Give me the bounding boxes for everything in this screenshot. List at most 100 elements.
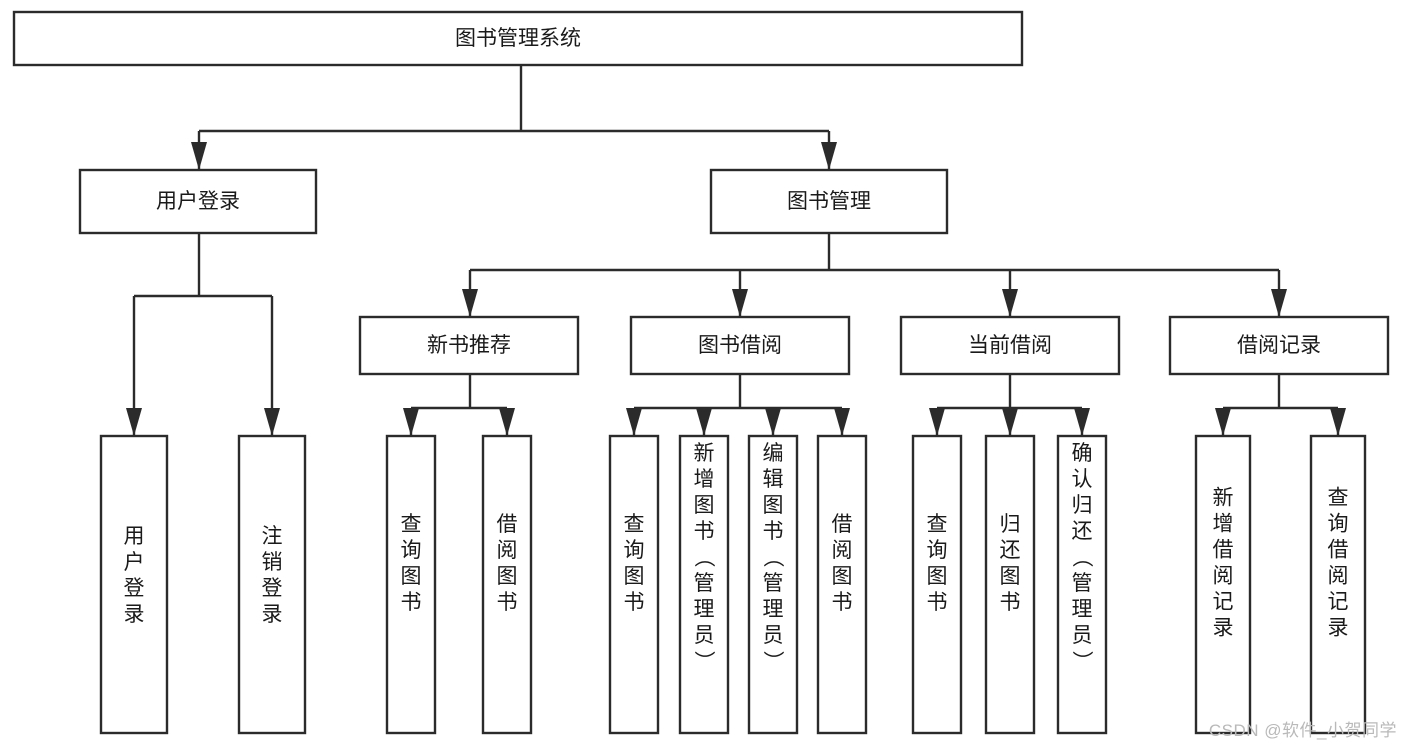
- arrow-head-icon: [1002, 289, 1018, 317]
- node-label-leaf-add-book-char-3: 书: [694, 520, 715, 543]
- connector-layer: [126, 65, 1346, 436]
- arrow-head-icon: [264, 408, 280, 436]
- node-box-leaf-borrow-book[interactable]: [816, 434, 868, 735]
- node-label-leaf-confirm-return-char-2: 归: [1072, 494, 1093, 517]
- node-label-leaf-query-book-recommend-char-2: 图: [401, 565, 422, 588]
- arrow-head-icon: [1330, 408, 1346, 436]
- node-label-leaf-edit-book-char-2: 图: [763, 494, 784, 517]
- node-label-leaf-query-book-borrow-char-0: 查: [624, 513, 645, 536]
- node-label-root: 图书管理系统: [455, 27, 581, 50]
- node-current-borrow[interactable]: 当前借阅: [899, 315, 1121, 376]
- node-label-current-borrow: 当前借阅: [968, 334, 1052, 357]
- arrow-head-icon: [929, 408, 945, 436]
- node-label-leaf-add-borrow-record-char-5: 录: [1213, 616, 1234, 639]
- node-box-leaf-return-book[interactable]: [984, 434, 1036, 735]
- node-root[interactable]: 图书管理系统: [12, 10, 1024, 67]
- arrow-head-icon: [462, 289, 478, 317]
- node-label-leaf-return-book-char-1: 还: [1000, 539, 1021, 562]
- node-box-leaf-add-borrow-record[interactable]: [1194, 434, 1252, 735]
- node-label-leaf-edit-book-char-6: 理: [763, 598, 784, 621]
- node-box-current-borrow[interactable]: [899, 315, 1121, 376]
- node-label-leaf-edit-book-char-4: （: [761, 546, 784, 567]
- node-label-leaf-query-borrow-record-char-3: 阅: [1328, 564, 1349, 587]
- node-label-leaf-borrow-book-char-1: 阅: [832, 539, 853, 562]
- node-user-login[interactable]: 用户登录: [78, 168, 318, 235]
- node-box-user-login[interactable]: [78, 168, 318, 235]
- node-label-leaf-add-book-char-6: 理: [694, 598, 715, 621]
- node-new-book-recommend[interactable]: 新书推荐: [358, 315, 580, 376]
- node-box-leaf-query-book-borrow[interactable]: [608, 434, 660, 735]
- node-label-leaf-confirm-return-char-1: 认: [1072, 468, 1093, 491]
- node-label-leaf-add-borrow-record-char-3: 阅: [1213, 564, 1234, 587]
- arrow-head-icon: [403, 408, 419, 436]
- node-label-leaf-return-book-char-0: 归: [1000, 513, 1021, 536]
- node-label-leaf-query-book-current-char-2: 图: [927, 565, 948, 588]
- node-box-leaf-edit-book[interactable]: [747, 434, 799, 735]
- node-label-leaf-user-login-char-3: 录: [124, 603, 145, 626]
- node-label-leaf-user-login-char-0: 用: [124, 525, 145, 548]
- arrow-head-icon: [626, 408, 642, 436]
- node-label-leaf-add-book-char-2: 图: [694, 494, 715, 517]
- arrow-head-icon: [191, 142, 207, 170]
- node-box-leaf-user-login[interactable]: [99, 434, 169, 735]
- node-box-book-manage[interactable]: [709, 168, 949, 235]
- node-box-leaf-query-borrow-record[interactable]: [1309, 434, 1367, 735]
- node-box-book-borrow[interactable]: [629, 315, 851, 376]
- node-label-leaf-add-book-char-5: 管: [694, 572, 715, 595]
- node-book-manage[interactable]: 图书管理: [709, 168, 949, 235]
- node-box-new-book-recommend[interactable]: [358, 315, 580, 376]
- arrow-head-icon: [499, 408, 515, 436]
- node-box-leaf-add-book[interactable]: [678, 434, 730, 735]
- node-label-leaf-user-login-char-2: 登: [124, 577, 145, 600]
- node-box-leaf-query-book-recommend[interactable]: [385, 434, 437, 735]
- node-label-leaf-confirm-return-char-3: 还: [1072, 520, 1093, 543]
- node-box-borrow-record[interactable]: [1168, 315, 1390, 376]
- node-book-borrow[interactable]: 图书借阅: [629, 315, 851, 376]
- node-label-leaf-add-borrow-record-char-2: 借: [1213, 538, 1234, 561]
- node-layer: 图书管理系统用户登录图书管理新书推荐图书借阅当前借阅借阅记录用户登录注销登录查询…: [12, 10, 1390, 735]
- node-label-leaf-edit-book-char-0: 编: [763, 442, 784, 465]
- node-box-leaf-borrow-book-recommend[interactable]: [481, 434, 533, 735]
- node-label-leaf-borrow-book-char-2: 图: [832, 565, 853, 588]
- node-label-leaf-confirm-return-char-0: 确: [1072, 442, 1093, 465]
- node-label-book-manage: 图书管理: [787, 190, 871, 213]
- arrow-head-icon: [1074, 408, 1090, 436]
- node-label-leaf-user-login-char-1: 户: [124, 551, 145, 574]
- node-label-leaf-query-book-borrow-char-1: 询: [624, 539, 645, 562]
- node-label-leaf-confirm-return-char-7: 员: [1072, 624, 1093, 647]
- node-box-leaf-confirm-return[interactable]: [1056, 434, 1108, 735]
- node-label-leaf-return-book-char-3: 书: [1000, 591, 1021, 614]
- node-label-leaf-logout-char-1: 销: [262, 551, 283, 574]
- node-box-leaf-logout[interactable]: [237, 434, 307, 735]
- node-label-leaf-borrow-book-recommend-char-0: 借: [497, 513, 518, 536]
- node-label-leaf-logout-char-2: 登: [262, 577, 283, 600]
- node-label-leaf-borrow-book-char-3: 书: [832, 591, 853, 614]
- node-label-leaf-query-book-recommend-char-1: 询: [401, 539, 422, 562]
- node-box-root[interactable]: [12, 10, 1024, 67]
- node-label-leaf-add-borrow-record-char-4: 记: [1213, 590, 1234, 613]
- node-borrow-record[interactable]: 借阅记录: [1168, 315, 1390, 376]
- node-label-borrow-record: 借阅记录: [1237, 334, 1321, 357]
- node-box-leaf-query-book-current[interactable]: [911, 434, 963, 735]
- node-label-leaf-add-book-char-8: ）: [692, 650, 715, 671]
- node-label-leaf-add-book-char-7: 员: [694, 624, 715, 647]
- node-leaf-user-login[interactable]: 用户登录: [99, 434, 169, 735]
- node-label-leaf-query-borrow-record-char-1: 询: [1328, 512, 1349, 535]
- node-label-leaf-add-book-char-4: （: [692, 546, 715, 567]
- node-label-leaf-query-borrow-record-char-2: 借: [1328, 538, 1349, 561]
- node-label-leaf-borrow-book-char-0: 借: [832, 513, 853, 536]
